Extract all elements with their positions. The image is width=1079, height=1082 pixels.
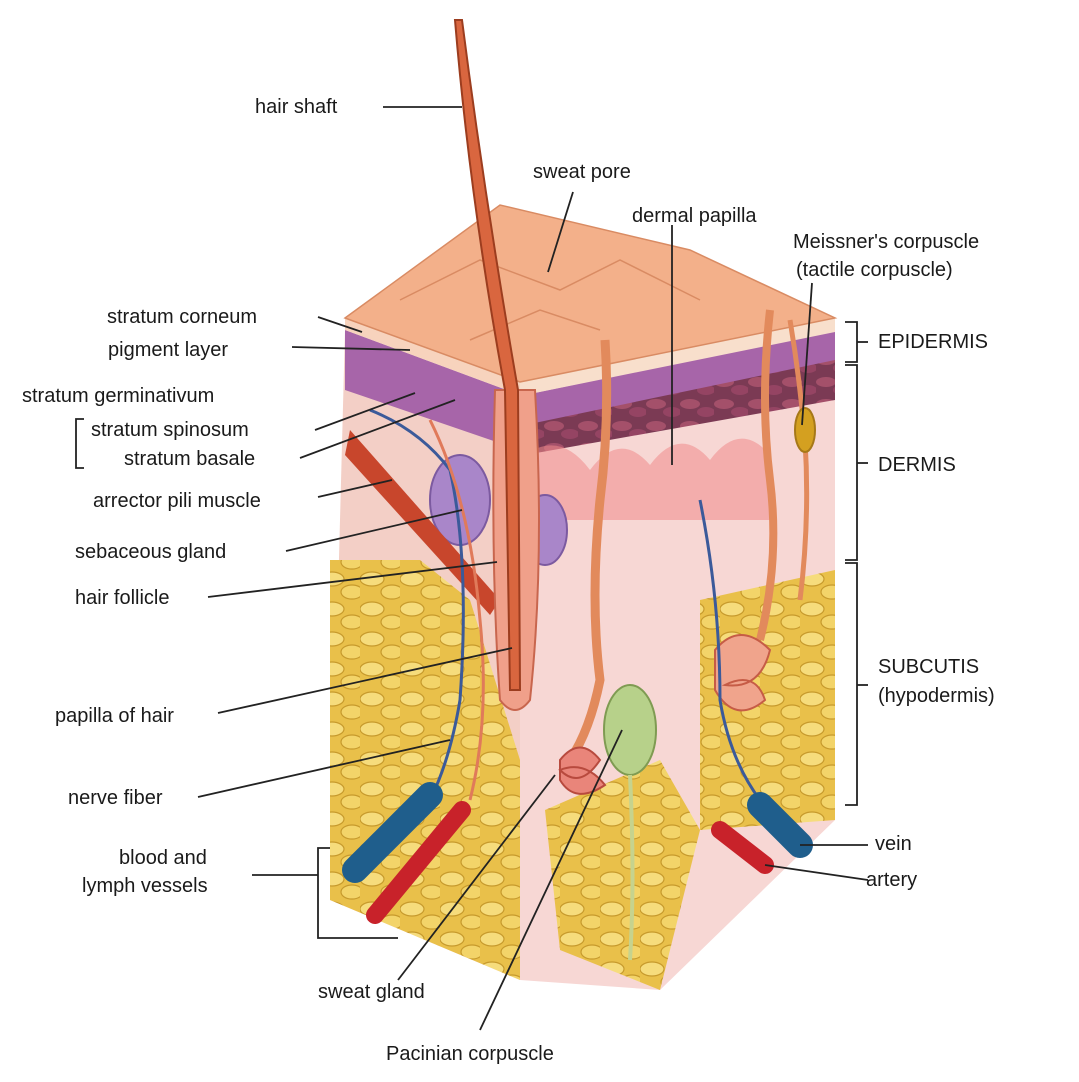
label-epidermis: EPIDERMIS — [878, 331, 989, 353]
label-artery: artery — [866, 869, 918, 891]
label-sweat-pore: sweat pore — [533, 161, 631, 183]
hair-shaft-shape — [453, 19, 522, 691]
label-nerve-fiber: nerve fiber — [68, 787, 163, 809]
vessels-left — [342, 782, 471, 924]
skin-surface — [343, 204, 838, 383]
label-papilla-of-hair: papilla of hair — [55, 705, 174, 727]
label-meissner-line1: Meissner's corpuscle — [793, 231, 980, 253]
label-stratum-spinosum: stratum spinosum — [91, 419, 249, 441]
label-hair-shaft: hair shaft — [255, 96, 338, 118]
label-blood-lymph-line1: blood and — [119, 847, 207, 869]
meissner-corpuscle-shape — [794, 407, 816, 453]
label-arrector-pili-muscle: arrector pili muscle — [93, 490, 261, 512]
vessels-right — [711, 792, 813, 874]
label-pigment-layer: pigment layer — [108, 339, 229, 361]
right-face — [520, 318, 835, 990]
sweat-gland-shape — [558, 746, 607, 795]
label-subcutis-line1: SUBCUTIS — [878, 656, 980, 678]
label-dermal-papilla: dermal papilla — [632, 205, 757, 227]
label-stratum-germinativum: stratum germinativum — [22, 385, 215, 407]
label-vein: vein — [875, 833, 912, 855]
label-sweat-gland: sweat gland — [318, 981, 425, 1003]
label-pacinian-corpuscle: Pacinian corpuscle — [386, 1043, 554, 1065]
label-subcutis-line2: (hypodermis) — [878, 685, 995, 707]
label-hair-follicle: hair follicle — [75, 587, 170, 609]
label-meissner-line2: (tactile corpuscle) — [796, 259, 953, 281]
label-dermis: DERMIS — [878, 454, 956, 476]
pacinian-corpuscle-shape — [603, 684, 657, 776]
label-blood-lymph-line2: lymph vessels — [82, 875, 208, 897]
label-stratum-basale: stratum basale — [124, 448, 256, 470]
label-sebaceous-gland: sebaceous gland — [75, 541, 227, 563]
label-stratum-corneum: stratum corneum — [107, 306, 258, 328]
leader-lines — [75, 106, 869, 1031]
